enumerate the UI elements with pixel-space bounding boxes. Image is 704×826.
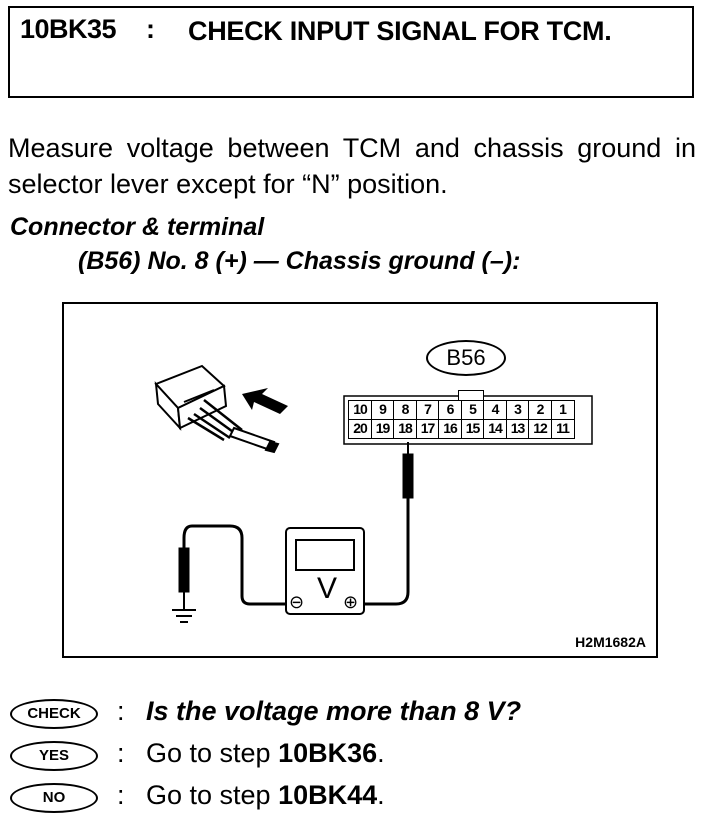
- step-code: 10BK35: [20, 14, 117, 44]
- yes-action-prefix: Go to step: [146, 738, 279, 768]
- pin: 9: [370, 400, 395, 420]
- no-step-link[interactable]: 10BK44: [278, 780, 378, 810]
- meter-minus-terminal: ⊖: [289, 592, 305, 612]
- yes-step-link[interactable]: 10BK36: [278, 738, 378, 768]
- wiring-figure: B56 10 9 8 7 6 5 4 3 2 1 20 19 18 17 16 …: [62, 302, 658, 658]
- pin: 4: [483, 400, 507, 420]
- pin: 15: [460, 418, 485, 439]
- yes-action-suffix: .: [377, 738, 385, 768]
- step-colon: :: [146, 14, 155, 44]
- positive-probe: [358, 442, 414, 606]
- pin: 11: [550, 418, 575, 439]
- pin-row-top: 10 9 8 7 6 5 4 3 2 1: [348, 400, 575, 420]
- answer-colon: :: [117, 696, 125, 726]
- meter-plus-terminal: ⊕: [343, 592, 359, 612]
- no-badge: NO: [10, 783, 98, 813]
- pin: 5: [460, 400, 485, 420]
- no-action: Go to step 10BK44.: [146, 780, 385, 811]
- check-badge: CHECK: [10, 699, 98, 729]
- pin: 1: [550, 400, 575, 420]
- answer-yes: YES: [10, 738, 98, 774]
- negative-probe: [178, 524, 286, 610]
- pin: 6: [438, 400, 462, 420]
- yes-badge: YES: [10, 741, 98, 771]
- instruction-text: Measure voltage between TCM and chassis …: [8, 133, 696, 199]
- connector-latch: [458, 390, 484, 401]
- pin: 18: [393, 418, 417, 439]
- answer-check: CHECK: [10, 696, 98, 732]
- pin-row-bottom: 20 19 18 17 16 15 14 13 12 11: [348, 418, 575, 439]
- voltmeter-icon: [285, 527, 365, 615]
- meter-symbol: V: [317, 572, 338, 605]
- connector-plug-icon: [154, 364, 280, 454]
- check-question: Is the voltage more than 8 V?: [146, 696, 522, 726]
- arrow-icon: [242, 388, 288, 414]
- pin: 19: [370, 418, 395, 439]
- connector-label: Connector & terminal: [10, 213, 265, 241]
- wiring-diagram: [154, 364, 593, 623]
- connector-detail: (B56) No. 8 (+) — Chassis ground (–):: [78, 247, 521, 275]
- answer-no: NO: [10, 780, 98, 816]
- answer-colon: :: [117, 738, 125, 768]
- pin: 20: [348, 418, 372, 439]
- pin: 2: [528, 400, 552, 420]
- pin: 16: [438, 418, 462, 439]
- pin: 7: [415, 400, 440, 420]
- pin: 13: [505, 418, 530, 439]
- pin: 17: [415, 418, 440, 439]
- pin: 12: [528, 418, 552, 439]
- no-action-prefix: Go to step: [146, 780, 279, 810]
- figure-code: H2M1682A: [575, 634, 646, 650]
- step-title: CHECK INPUT SIGNAL FOR TCM.: [188, 16, 612, 46]
- no-action-suffix: .: [377, 780, 385, 810]
- answer-colon: :: [117, 780, 125, 810]
- pin: 3: [505, 400, 530, 420]
- pin: 10: [348, 400, 372, 420]
- ground-icon: [172, 609, 196, 623]
- pin: 14: [483, 418, 507, 439]
- step-header: [8, 6, 694, 98]
- pin: 8: [393, 400, 417, 420]
- connector-badge: B56: [426, 340, 506, 376]
- connector-pin-grid: 10 9 8 7 6 5 4 3 2 1 20 19 18 17 16 15 1…: [348, 400, 575, 439]
- yes-action: Go to step 10BK36.: [146, 738, 385, 769]
